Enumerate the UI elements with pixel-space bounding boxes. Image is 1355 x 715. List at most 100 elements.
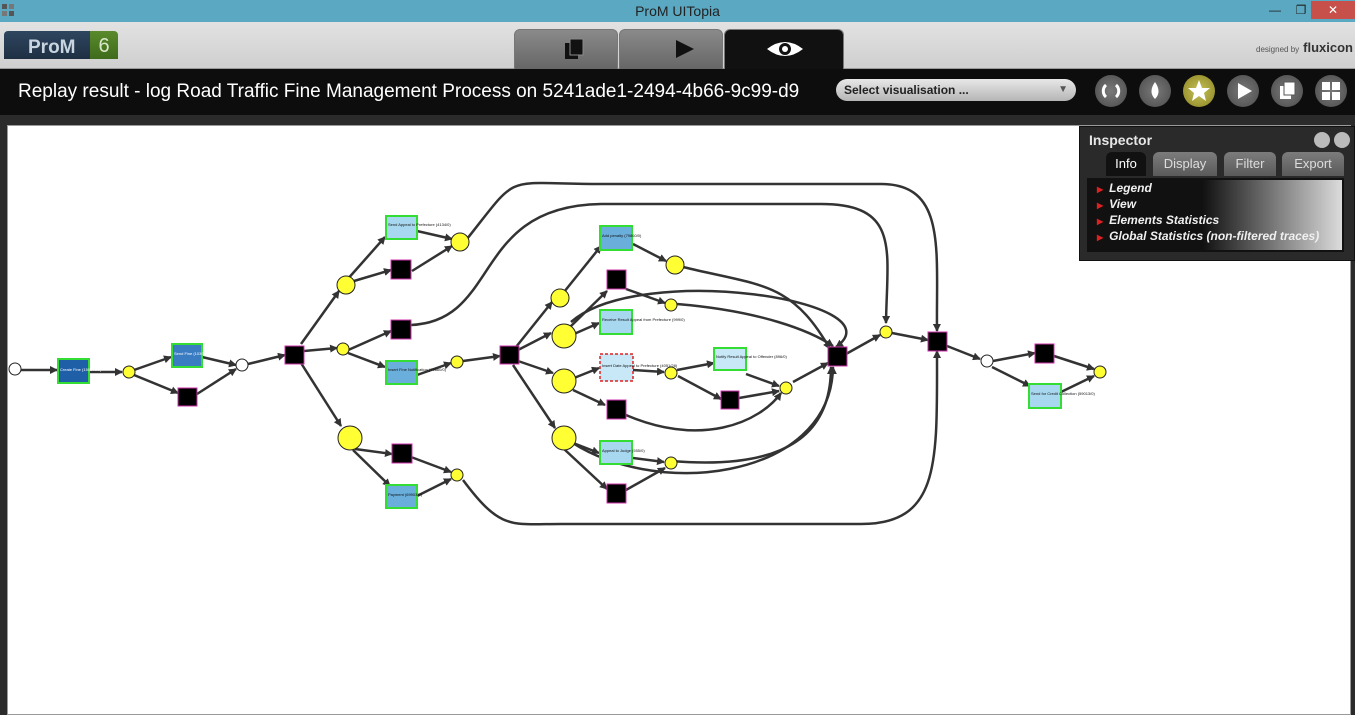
tab-actions[interactable]	[619, 29, 723, 69]
inspector-info-body: Legend View Elements Statistics Global S…	[1087, 178, 1344, 252]
refresh-button[interactable]	[1095, 75, 1127, 107]
transition-notify-result-appeal[interactable]	[713, 347, 747, 371]
designed-by-label: designed by	[1256, 45, 1300, 54]
transition-label: Create Fine (150370/0)	[60, 367, 102, 372]
logo-text: ProM	[4, 31, 94, 59]
detach-icon[interactable]	[1334, 132, 1350, 148]
invisible-transition[interactable]	[606, 483, 627, 504]
invisible-transition[interactable]	[391, 443, 413, 464]
minimize-icon[interactable]: —	[1269, 3, 1281, 17]
pin-icon[interactable]	[1314, 132, 1330, 148]
color-button[interactable]	[1139, 75, 1171, 107]
copy-icon	[1280, 81, 1296, 99]
transition-appeal-to-judge[interactable]	[599, 440, 633, 465]
petri-net-graph[interactable]: Create Fine (150370/0) Send Fine (103987…	[8, 126, 1350, 714]
invisible-transition[interactable]	[606, 399, 627, 420]
place[interactable]	[665, 255, 685, 275]
tab-display[interactable]: Display	[1153, 152, 1217, 176]
window-titlebar: ProM UITopia — ❐ ✕	[0, 0, 1355, 22]
transition-receive-result-appeal[interactable]	[599, 309, 633, 335]
place[interactable]	[551, 425, 577, 451]
place[interactable]	[450, 468, 464, 482]
transition-labels: Create Fine (150370/0) Send Fine (103987…	[60, 222, 1095, 497]
invisible-transition[interactable]	[284, 345, 305, 365]
transition-label: Send for Credit Collection (59013/0)	[1031, 391, 1095, 396]
tab-filter[interactable]: Filter	[1224, 152, 1276, 176]
invisible-transition[interactable]	[177, 387, 198, 407]
tab-export[interactable]: Export	[1282, 152, 1344, 176]
refresh-icon	[1101, 83, 1121, 99]
app-icon	[2, 4, 14, 16]
place[interactable]	[336, 342, 350, 356]
transition-label: Notify Result Appeal to Offender (896/0)	[716, 354, 788, 359]
visualisation-select[interactable]: Select visualisation ... ▼	[836, 79, 1076, 101]
copy-icon	[565, 38, 584, 59]
invisible-transition[interactable]	[827, 346, 848, 367]
place[interactable]	[664, 298, 678, 312]
transition-create-fine[interactable]	[57, 358, 90, 384]
place[interactable]	[337, 425, 363, 451]
close-icon[interactable]: ✕	[1311, 1, 1355, 19]
result-toolbar: Replay result - log Road Traffic Fine Ma…	[0, 69, 1355, 115]
invisible-transition[interactable]	[1034, 343, 1055, 364]
tab-workspace[interactable]	[514, 29, 618, 69]
place[interactable]	[450, 355, 464, 369]
drop-icon	[1151, 82, 1159, 99]
view-tabs	[514, 29, 844, 69]
tab-views[interactable]	[724, 29, 844, 69]
play-icon	[1238, 83, 1252, 99]
invisible-transition[interactable]	[720, 390, 740, 410]
place[interactable]	[551, 323, 577, 349]
transition-send-credit-collection[interactable]	[1028, 383, 1062, 409]
transition-label: Insert Fine Notification (79860/0)	[388, 367, 447, 372]
restore-icon[interactable]: ❐	[1295, 3, 1307, 17]
transition-add-penalty[interactable]	[599, 225, 633, 251]
invisible-transition[interactable]	[390, 319, 412, 340]
transition-send-appeal[interactable]	[385, 215, 418, 240]
play-button[interactable]	[1227, 75, 1259, 107]
transition-label: Appeal to Judge (555/0)	[602, 448, 645, 453]
transition-label: Add penalty (79860/0)	[602, 233, 642, 238]
favorite-button[interactable]	[1183, 75, 1215, 107]
place[interactable]	[450, 232, 470, 252]
fluxicon-logo: fluxicon	[1303, 40, 1353, 55]
star-icon	[1188, 80, 1210, 101]
grid-button[interactable]	[1315, 75, 1347, 107]
play-icon	[676, 40, 694, 58]
transition-insert-fine-notification[interactable]	[385, 360, 418, 385]
grid-icon	[1322, 82, 1340, 100]
transition-label: Payment (69903/0)	[388, 492, 423, 497]
place[interactable]	[664, 366, 678, 380]
place[interactable]	[336, 275, 356, 295]
visualisation-select-value: Select visualisation ...	[844, 83, 969, 97]
inspector-item-legend[interactable]: Legend	[1097, 181, 1152, 195]
prom-logo: ProM 6	[4, 31, 118, 59]
chevron-down-icon: ▼	[1058, 84, 1068, 95]
invisible-transition[interactable]	[390, 259, 412, 280]
inspector-item-elements-statistics[interactable]: Elements Statistics	[1097, 213, 1219, 227]
place[interactable]	[122, 365, 136, 379]
place[interactable]	[879, 325, 893, 339]
transition-label: Receive Result Appeal from Prefecture (9…	[602, 317, 685, 322]
tab-info[interactable]: Info	[1106, 152, 1146, 176]
invisible-transition[interactable]	[927, 331, 948, 352]
transition-send-fine[interactable]	[171, 343, 203, 368]
place[interactable]	[235, 358, 249, 372]
place-end[interactable]	[1093, 365, 1107, 379]
invisible-transition[interactable]	[499, 345, 520, 365]
invisible-transition[interactable]	[606, 269, 627, 290]
transition-payment[interactable]	[385, 484, 418, 509]
copy-button[interactable]	[1271, 75, 1303, 107]
place[interactable]	[550, 288, 570, 308]
place[interactable]	[980, 354, 994, 368]
place[interactable]	[551, 368, 577, 394]
place-start[interactable]	[8, 362, 22, 376]
inspector-item-view[interactable]: View	[1097, 197, 1136, 211]
transition-insert-date-appeal[interactable]	[599, 353, 634, 382]
inspector-controls	[1310, 132, 1350, 153]
inspector-title: Inspector	[1089, 132, 1153, 148]
place[interactable]	[664, 456, 678, 470]
inspector-item-global-statistics[interactable]: Global Statistics (non-filtered traces)	[1097, 229, 1319, 243]
place[interactable]	[779, 381, 793, 395]
